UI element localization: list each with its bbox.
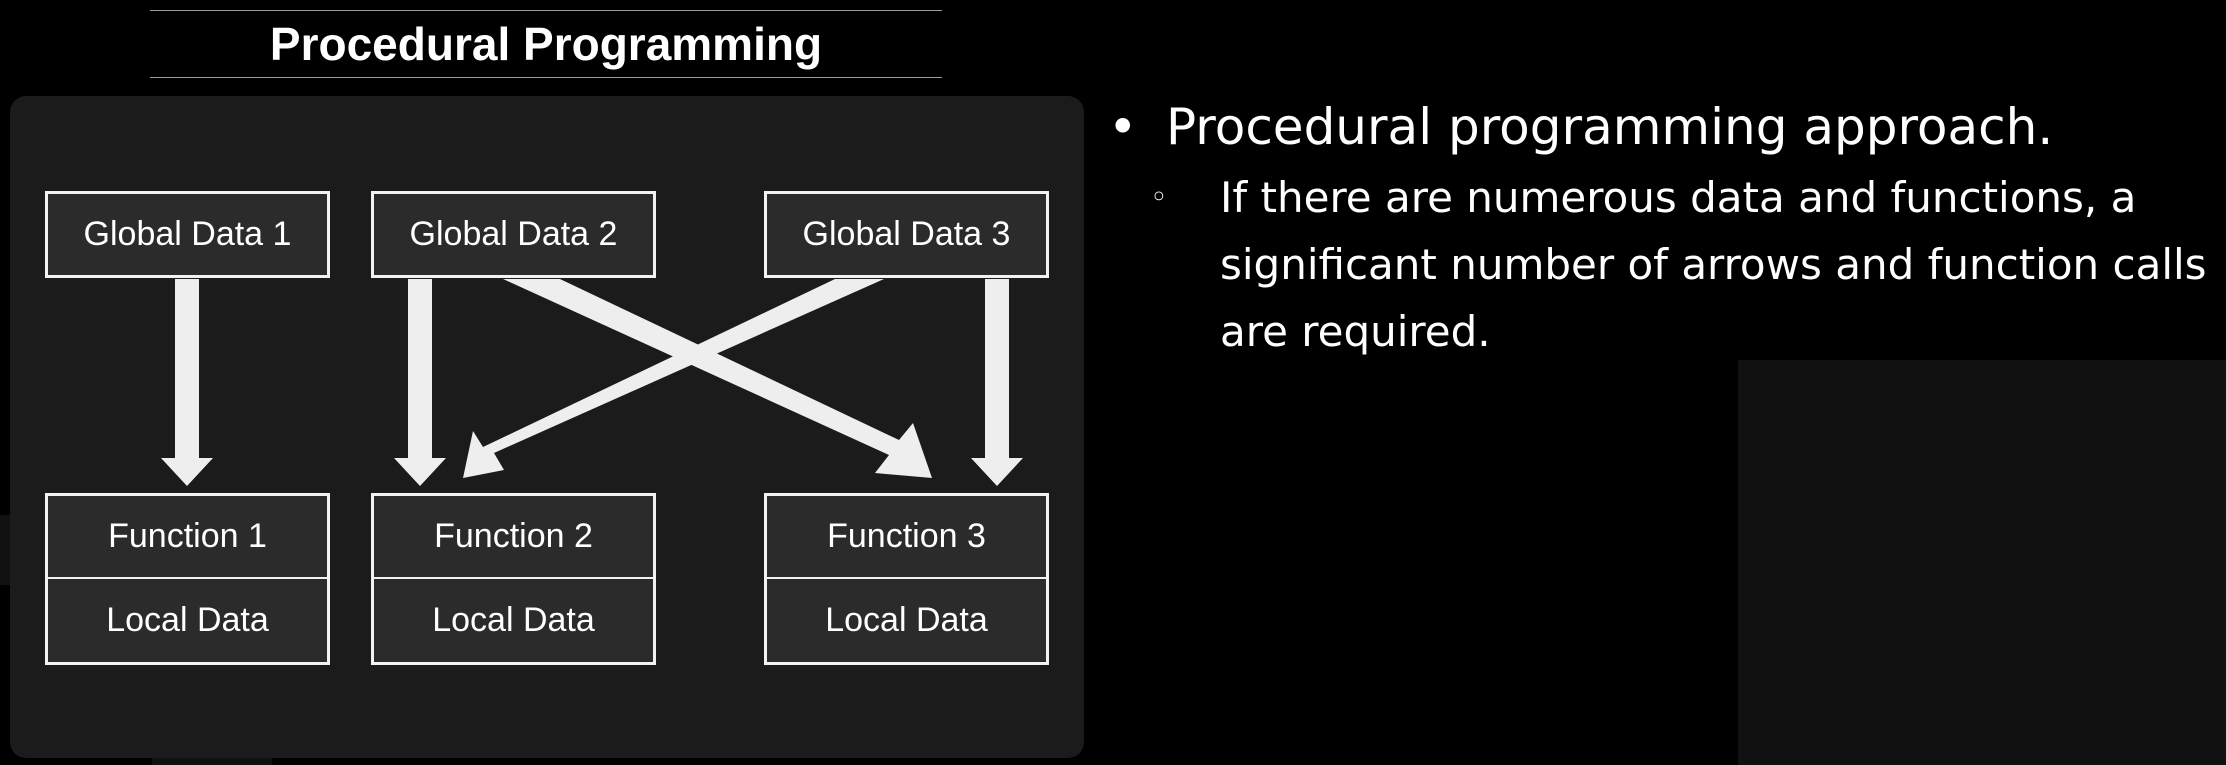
arrow-global2-to-function2	[394, 279, 446, 486]
function-2-label: Function 2	[434, 517, 593, 555]
arrow-global2-to-function3	[503, 279, 932, 478]
background-decoration	[1738, 360, 2226, 765]
slide-title: Procedural Programming	[269, 18, 823, 70]
local-data-3-label: Local Data	[825, 601, 988, 639]
arrow-global3-to-function2	[463, 279, 884, 478]
sub-bullet-marker: ◦	[1150, 180, 1168, 215]
local-data-1-box: Local Data	[45, 578, 330, 665]
global-data-1-label: Global Data 1	[83, 215, 292, 253]
global-data-1-box: Global Data 1	[45, 191, 330, 278]
function-3-box: Function 3	[764, 493, 1049, 579]
function-3-label: Function 3	[827, 517, 986, 555]
global-data-3-box: Global Data 3	[764, 191, 1049, 278]
slide-title-bar: Procedural Programming	[150, 10, 942, 78]
bullet-text-2: If there are numerous data and functions…	[1220, 173, 2207, 356]
function-2-box: Function 2	[371, 493, 656, 579]
global-data-2-box: Global Data 2	[371, 191, 656, 278]
function-1-box: Function 1	[45, 493, 330, 579]
global-data-2-label: Global Data 2	[409, 215, 618, 253]
bullet-marker: •	[1108, 98, 1138, 156]
arrow-global3-to-function3	[971, 279, 1023, 486]
bullet-text-1: Procedural programming approach.	[1166, 98, 2054, 156]
local-data-3-box: Local Data	[764, 578, 1049, 665]
global-data-3-label: Global Data 3	[802, 215, 1011, 253]
local-data-2-label: Local Data	[432, 601, 595, 639]
local-data-2-box: Local Data	[371, 578, 656, 665]
function-1-label: Function 1	[108, 517, 267, 555]
arrow-global1-to-function1	[161, 279, 213, 486]
local-data-1-label: Local Data	[106, 601, 269, 639]
